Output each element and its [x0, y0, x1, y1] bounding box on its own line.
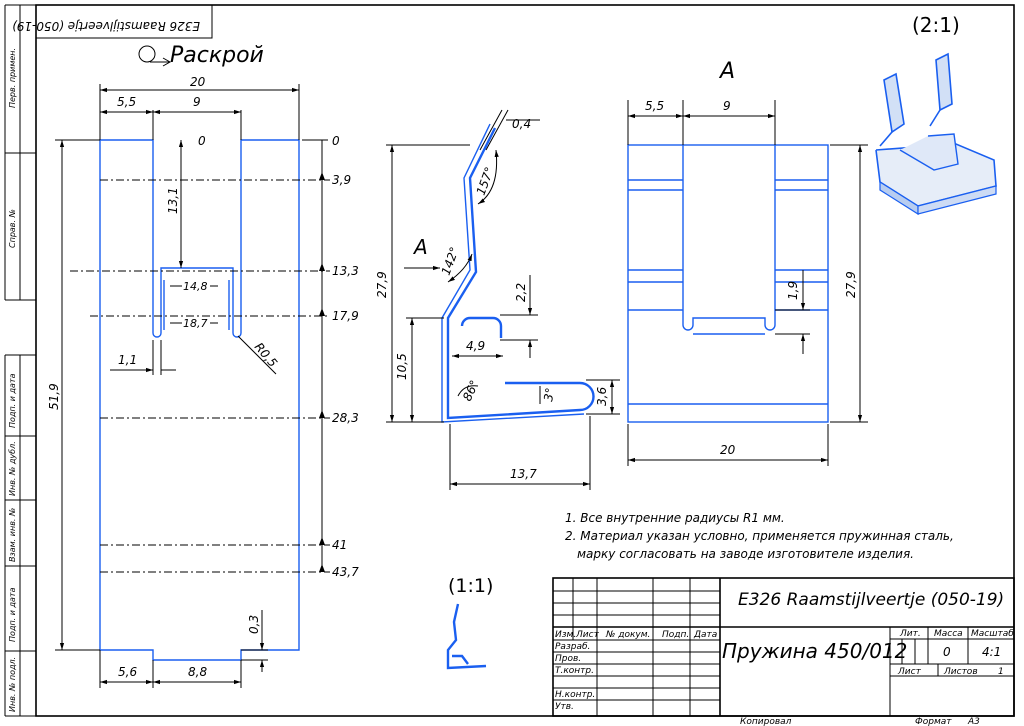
blank-dim-tab-height: 0,3 [247, 615, 261, 634]
view-a-title: A [718, 59, 735, 84]
side-dim-angle-142: 142° [439, 245, 462, 277]
view-a: A 5,5 9 1,9 27,9 20 [627, 59, 868, 466]
blank-inner-zero: 0 [198, 134, 206, 148]
strip-label-perv: Перв. примен. [8, 48, 17, 108]
notes: 1. Все внутренние радиусы R1 мм. 2. Мате… [565, 511, 954, 561]
blank-dim-slot-depth: 13,1 [166, 187, 180, 214]
unfold-symbol-icon [138, 45, 172, 67]
tb-massa-value: 0 [943, 645, 951, 659]
side-dim-lower-height: 10,5 [395, 353, 409, 380]
view-a-dim-width: 20 [720, 443, 736, 457]
tb-designation: E326 Raamstijlveertje (050-19) [738, 590, 1004, 610]
side-dim-width: 13,7 [510, 467, 537, 481]
blank-inner-18-7: 18,7 [183, 317, 208, 330]
note-2: 2. Материал указан условно, применяется … [565, 529, 954, 543]
tb-masshtab: Масштаб [971, 629, 1014, 639]
strip-label-vzam: Взам. инв. № [8, 508, 17, 562]
side-dim-2-2: 2,2 [514, 283, 528, 302]
side-view-arrow-label: A [412, 235, 428, 259]
tb-scale-value: 4:1 [982, 645, 1001, 659]
side-dim-angle-157: 157° [474, 165, 497, 197]
corner-stamp-text: E326 Raamstijlveertje (050-19) [12, 19, 200, 33]
blank-view: Раскрой 20 5,5 9 51,9 13,1 [47, 43, 359, 688]
blank-ord-3-9: 3,9 [332, 173, 351, 187]
side-dim-thickness: 0,4 [512, 117, 531, 131]
blank-ord-28-3: 28,3 [332, 411, 359, 425]
blank-dim-slot-width: 1,1 [118, 353, 137, 367]
small-profile-image [446, 603, 487, 670]
blank-ord-17-9: 17,9 [332, 309, 359, 323]
tb-row-razrab: Разраб. [555, 642, 590, 652]
blank-ord-13-3: 13,3 [332, 264, 359, 278]
side-dim-angle-86: 86° [460, 378, 482, 403]
blank-ord-41: 41 [332, 538, 347, 552]
tb-row-nkontr: Н.контр. [555, 690, 595, 700]
tb-part-name: Пружина 450/012 [722, 639, 907, 663]
small-scale-label: (1:1) [448, 575, 493, 597]
tb-listov: Листов [943, 667, 978, 677]
tb-row-tkontr: Т.контр. [555, 666, 594, 676]
view-a-dim-9: 9 [723, 99, 731, 113]
blank-dim-9: 9 [193, 95, 201, 109]
note-3: марку согласовать на заводе изготовителе… [577, 547, 914, 561]
blank-inner-14-8: 14,8 [183, 280, 208, 293]
tb-col-doc: № докум. [605, 630, 650, 640]
tb-kopiroval: Копировал [740, 717, 792, 726]
side-dim-4-9: 4,9 [466, 339, 485, 353]
tb-col-list: Лист [575, 630, 600, 640]
tb-row-prov: Пров. [555, 654, 581, 664]
isometric-part-image [875, 52, 997, 216]
left-strip: Перв. примен. Справ. № Подп. и дата Инв.… [4, 4, 36, 717]
strip-label-podp1: Подп. и дата [8, 373, 17, 428]
blank-radius: R0,5 [252, 340, 280, 370]
blank-dim-bottom-left: 5,6 [118, 665, 137, 679]
tb-col-izm: Изм. [555, 630, 576, 640]
tb-listov-value: 1 [998, 667, 1004, 677]
strip-label-dubl: Инв. № дубл. [8, 441, 17, 496]
strip-label-podl: Инв. № подл. [8, 657, 17, 712]
tb-massa: Масса [934, 629, 963, 639]
tb-col-date: Дата [693, 630, 717, 640]
tb-list: Лист [897, 667, 922, 677]
blank-ord-43-7: 43,7 [332, 565, 359, 579]
blank-dim-bottom-tab: 8,8 [188, 665, 207, 679]
side-dim-height: 27,9 [375, 271, 389, 298]
blank-title: Раскрой [170, 43, 264, 68]
blank-dim-5-5: 5,5 [117, 95, 136, 109]
tb-format: Формат [915, 717, 952, 726]
side-dim-angle-3: 3° [541, 387, 557, 403]
strip-label-podp2: Подп. и дата [8, 587, 17, 642]
sheet-frame [35, 4, 1015, 717]
view-a-dim-height: 27,9 [844, 271, 858, 298]
tb-row-utv: Утв. [555, 702, 574, 712]
tb-col-sign: Подп. [662, 630, 689, 640]
view-a-dim-1-9: 1,9 [786, 281, 800, 300]
iso-scale-label: (2:1) [912, 13, 960, 37]
strip-label-sprav: Справ. № [8, 209, 17, 248]
view-a-dim-5-5: 5,5 [645, 99, 664, 113]
corner-stamp: E326 Raamstijlveertje (050-19) [12, 4, 213, 39]
tb-format-value: A3 [967, 717, 980, 726]
side-view: 27,9 10,5 0,4 157° 142° A 2,2 4,9 86° 3°… [375, 109, 620, 490]
blank-dim-height: 51,9 [47, 383, 61, 410]
note-1: 1. Все внутренние радиусы R1 мм. [565, 511, 785, 525]
tb-lit: Лит. [899, 629, 921, 639]
blank-dim-width: 20 [190, 75, 206, 89]
blank-ord-0: 0 [332, 134, 340, 148]
side-dim-3-6: 3,6 [595, 387, 609, 406]
title-block: Изм. Лист № докум. Подп. Дата Разраб. Пр… [552, 577, 1015, 726]
